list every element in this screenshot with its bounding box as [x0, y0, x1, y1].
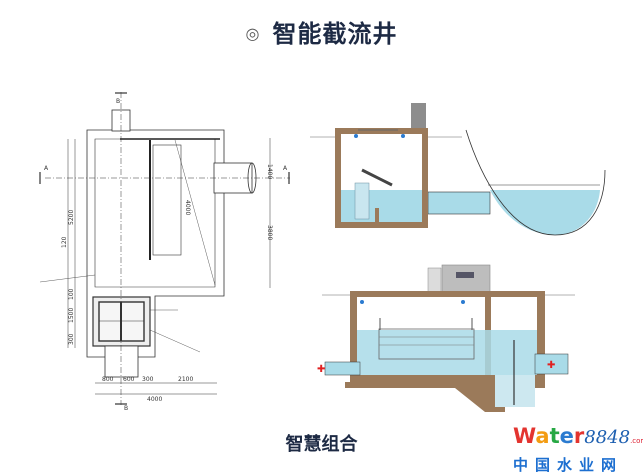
flow-arrow-icon: ✚	[317, 364, 325, 375]
sensor-icon	[401, 134, 405, 138]
title-text: 智能截流井	[272, 20, 398, 48]
flow-arrow-icon: ✚	[547, 360, 555, 371]
dim-left-120: 120	[61, 236, 68, 248]
section-drawing-top	[310, 103, 606, 236]
screen	[152, 144, 182, 256]
sensor-icon	[461, 300, 465, 304]
dim-2100: 2100	[178, 376, 193, 383]
label-section-a-right: A	[283, 165, 288, 172]
plan-drawing	[39, 92, 290, 405]
flap-gate	[361, 168, 393, 187]
outer-wall	[86, 129, 225, 358]
dim-100: 100	[68, 288, 75, 300]
dim-1400: 1400	[266, 164, 273, 179]
label-section-a-left: A	[44, 165, 49, 172]
dim-800: 800	[102, 376, 114, 383]
well-water	[341, 190, 422, 222]
water8848-logo: Water8848.com 中国水业网	[513, 424, 643, 475]
section-drawing-bottom: ✚ ✚	[317, 264, 575, 412]
inner-wall	[94, 138, 216, 288]
dim-1500: 1500	[68, 308, 75, 323]
dim-center-4000: 4000	[184, 200, 191, 215]
label-section-b-bottom: B	[124, 405, 128, 412]
bottom-pipe	[104, 345, 139, 378]
sensor-icon	[360, 300, 364, 304]
control-cabinet	[441, 264, 491, 293]
dim-5200: 5200	[68, 210, 75, 225]
slide-subtitle: 智慧组合	[285, 434, 358, 455]
dim-300-left: 300	[68, 333, 75, 345]
chamber-water	[357, 330, 537, 375]
label-section-b-top: B	[116, 98, 120, 105]
control-box	[427, 267, 442, 293]
sensor-icon	[354, 134, 358, 138]
plan-labels: B B A A 800 600 300 2100 4000 5200 120 1…	[44, 98, 288, 412]
slide-title: ◎ 智能截流井	[0, 14, 643, 49]
dim-4000: 4000	[147, 396, 162, 403]
bullet-icon: ◎	[245, 24, 261, 43]
dim-3800: 3800	[266, 225, 273, 240]
inlet-pipe	[324, 361, 361, 376]
outlet-pipe	[427, 191, 491, 215]
dim-600: 600	[123, 376, 135, 383]
outlet-pipe-bottom	[534, 353, 569, 375]
river-water	[490, 190, 600, 235]
vent-stack	[411, 103, 426, 129]
dim-300: 300	[142, 376, 154, 383]
rotary-screen	[378, 328, 475, 360]
